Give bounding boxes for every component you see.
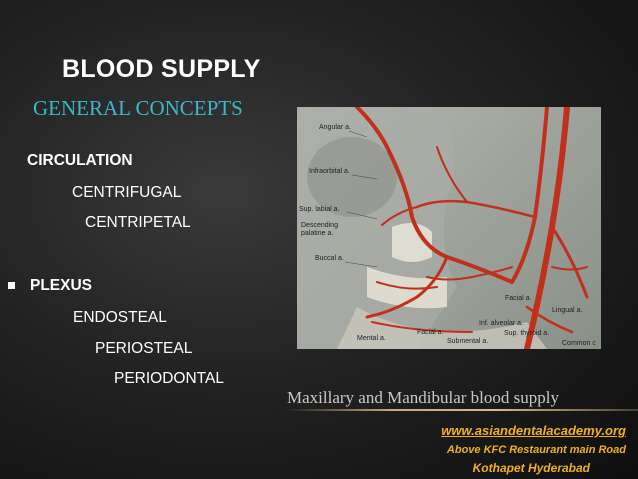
label-buccal: Buccal a. — [315, 255, 344, 262]
plexus-heading: PLEXUS — [30, 277, 93, 294]
label-facial-1: Facial a. — [505, 295, 532, 302]
plexus-item-periosteal: PERIOSTEAL — [95, 340, 193, 357]
plexus-item-endosteal: ENDOSTEAL — [73, 309, 167, 326]
address-line-1: Above KFC Restaurant main Road — [446, 444, 626, 456]
skull-artery-drawing: Angular a. Infraorbital a. Sup. labial a… — [297, 107, 596, 349]
label-submental: Submental a. — [447, 338, 488, 345]
circulation-item-centripetal: CENTRIPETAL — [85, 214, 191, 231]
label-palatine: palatine a. — [301, 230, 333, 237]
blood-supply-illustration: Angular a. Infraorbital a. Sup. labial a… — [297, 107, 601, 349]
label-common: Common c — [562, 340, 596, 347]
label-inf-alveolar: Inf. alveolar a. — [479, 320, 523, 327]
address-line-2: Kothapet Hyderabad — [472, 461, 590, 475]
circulation-item-centrifugal: CENTRIFUGAL — [72, 184, 182, 201]
website-link[interactable]: www.asiandentalacademy.org — [441, 423, 626, 438]
figure-caption: Maxillary and Mandibular blood supply — [287, 388, 559, 407]
slide-subtitle: GENERAL CONCEPTS — [33, 96, 243, 120]
label-sup-thyroid: Sup. thyroid a. — [504, 330, 549, 337]
label-facial-2: Facial a. — [417, 329, 444, 336]
label-descending: Descending — [301, 222, 338, 229]
label-sup-labial: Sup. labial a. — [299, 206, 340, 213]
label-lingual: Lingual a. — [552, 307, 582, 314]
divider-line — [285, 409, 638, 411]
label-angular: Angular a. — [319, 124, 351, 131]
label-mental: Mental a. — [357, 335, 386, 342]
slide-title: BLOOD SUPPLY — [62, 55, 261, 83]
plexus-item-periodontal: PERIODONTAL — [114, 370, 224, 387]
circulation-heading: CIRCULATION — [27, 152, 133, 169]
bullet-icon — [8, 282, 15, 289]
label-infraorbital: Infraorbital a. — [309, 168, 350, 175]
